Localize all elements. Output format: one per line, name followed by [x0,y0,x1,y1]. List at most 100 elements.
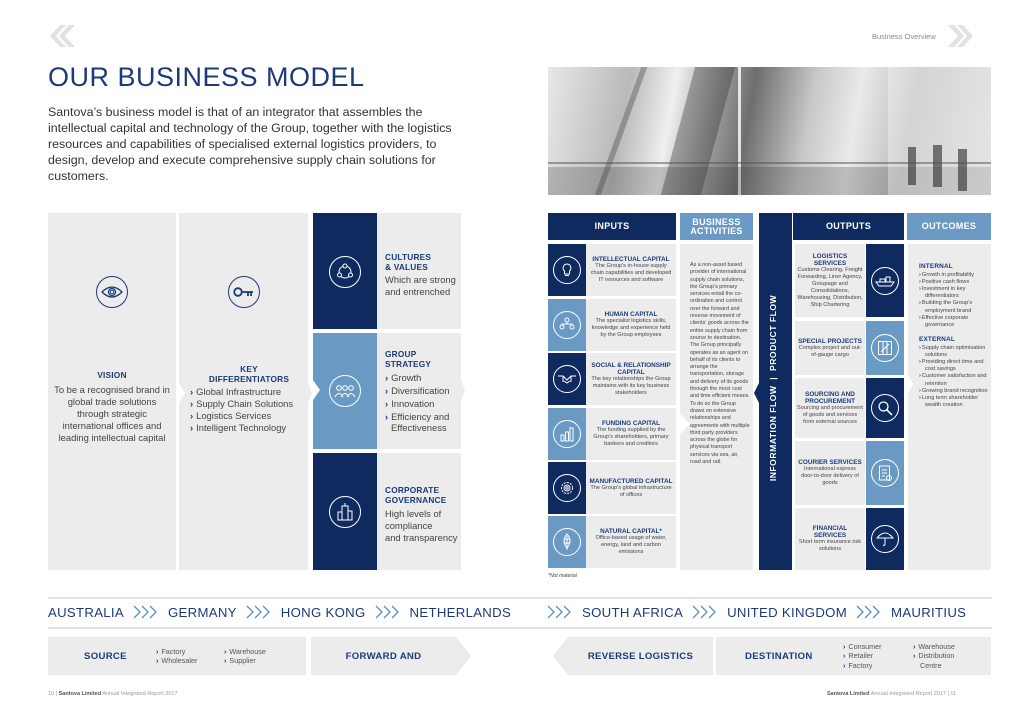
outcome-item: ›Growth in profitability [919,271,975,278]
footnote: *Not material [548,573,577,579]
flow-bar [754,213,792,570]
external-heading: EXTERNAL [919,336,956,344]
lightbulb-icon [553,256,581,284]
outcome-item: ›Building the Group’s employment brand [919,300,973,314]
outputs-header: OUTPUTS [793,213,904,240]
countries-right: SOUTH AFRICA UNITED KINGDOM MAURITIUS [546,604,966,620]
outcomes-header: OUTCOMES [907,213,991,240]
country: NETHERLANDS [409,604,512,620]
kd-item: ›Logistics Services [190,410,272,421]
destination-box: DESTINATION ›Consumer ›Retailer ›Factory… [716,637,991,675]
chevron-right-icon: › [919,387,921,394]
outcome-item: ›Investment in key differentiators [919,285,966,300]
outcome-item: ›Customer satisfaction and retention [919,373,987,387]
kd-heading-1: KEY [240,364,258,374]
people-hierarchy-icon [553,311,581,339]
strategy-panel [377,333,465,449]
country: MAURITIUS [891,604,967,620]
internal-outcomes-list: ›Growth in profitability›Positive cash f… [919,272,989,330]
header-photo [548,67,991,195]
strategy-item: ›Diversification [385,385,450,396]
country: UNITED KINGDOM [727,604,848,620]
source-box: SOURCE ›Factory ›Wholesaler ›Warehouse ›… [48,637,306,675]
divider [48,627,992,629]
output-heading: LOGISTICS SERVICES [812,252,848,267]
outcomes-panel [908,244,991,570]
outcomes-block: INTERNAL ›Growth in profitability›Positi… [919,262,989,409]
output-heading: COURIER SERVICES [798,459,862,466]
kd-heading-2: DIFFERENTIATORS [208,373,290,384]
output-text: Complex project and out-of-gauge cargo [798,344,862,358]
triple-chevron-icon [547,605,571,619]
back-chevrons-icon[interactable] [48,25,74,47]
activities-text: As a non-asset based provider of interna… [690,262,750,466]
chevron-right-icon: › [913,651,916,661]
activities-header: BUSINESS ACTIVITIES [680,213,753,240]
gear-icon [553,474,581,502]
triple-chevron-icon [692,605,716,619]
input-heading: HUMAN CAPITAL [604,311,658,318]
output-text: International express door-to-door deliv… [801,466,859,486]
chevron-right-icon: › [385,398,389,409]
chevron-right-icon: › [156,656,159,665]
input-text: Office-based usage of water, energy, lan… [595,535,667,555]
building-icon [329,496,361,528]
output-heading: SOURCING AND PROCUREMENT [804,390,856,405]
outcome-item: ›Positive cash flows [919,278,970,285]
governance-text-block: CORPORATE GOVERNANCE High levels of comp… [385,485,458,543]
input-row [548,516,586,568]
chevron-right-icon: › [843,651,846,661]
eye-icon [96,276,128,308]
page-title: OUR BUSINESS MODEL [48,62,365,92]
footer-left: 10 | Santova Limited Annual Integrated R… [48,691,178,697]
input-row [548,408,586,460]
reverse-arrow-box [553,637,713,675]
strategy-text-block: GROUP STRATEGY ›Growth ›Diversification … [385,349,463,433]
outcome-item: ›Growing brand recognition [919,387,988,394]
triple-chevron-icon [856,605,880,619]
chevron-right-icon: › [385,385,389,396]
forward-label: FORWARD AND [345,650,422,662]
chevron-right-icon: › [843,660,846,670]
forward-chevrons-icon[interactable] [948,25,974,47]
chevron-right-icon: › [913,641,916,651]
input-text-panel: NATURAL CAPITAL*Office-based usage of wa… [586,516,676,568]
activities-panel [680,244,753,570]
kd-item: ›Intelligent Technology [190,422,287,433]
kd-item: ›Supply Chain Solutions [190,398,294,409]
chevron-right-icon: › [919,373,921,380]
input-row [548,299,586,351]
output-heading: SPECIAL PROJECTS [798,337,862,345]
external-outcomes-list: ›Supply chain optimisation solutions›Pro… [919,345,989,410]
vision-text-block: VISION To be a recognised brand in globa… [54,370,170,444]
outcome-item: ›Supply chain optimisation solutions [919,344,986,358]
chevron-right-icon: › [190,386,194,397]
team-group-icon [329,375,361,407]
output-heading: FINANCIAL SERVICES [812,525,848,539]
people-network-icon [329,256,361,288]
key-differentiators-block: KEY DIFFERENTIATORS ›Global Infrastructu… [190,364,308,434]
country: GERMANY [168,604,237,620]
countries-left: AUSTRALIA GERMANY HONG KONG NETHERLANDS [48,604,511,620]
vision-text: To be a recognised brand in global trade… [54,383,170,443]
source-label: SOURCE [84,650,127,662]
chevron-right-icon: › [385,411,389,422]
chevron-right-icon: › [190,398,194,409]
leaf-icon [553,528,581,556]
handshake-icon [553,365,581,393]
divider [48,597,992,599]
intro-paragraph: Santova’s business model is that of an i… [48,105,452,183]
key-differentiators-panel [176,213,312,570]
outcome-item: ›Effective corporate governance [919,314,969,328]
vision-heading: VISION [97,370,127,380]
clipboard-icon [871,459,899,487]
strategy-item: ›Growth [385,372,422,383]
triple-chevron-icon [375,605,399,619]
flow-label: INFORMATION FLOW | PRODUCT FLOW [768,294,778,482]
